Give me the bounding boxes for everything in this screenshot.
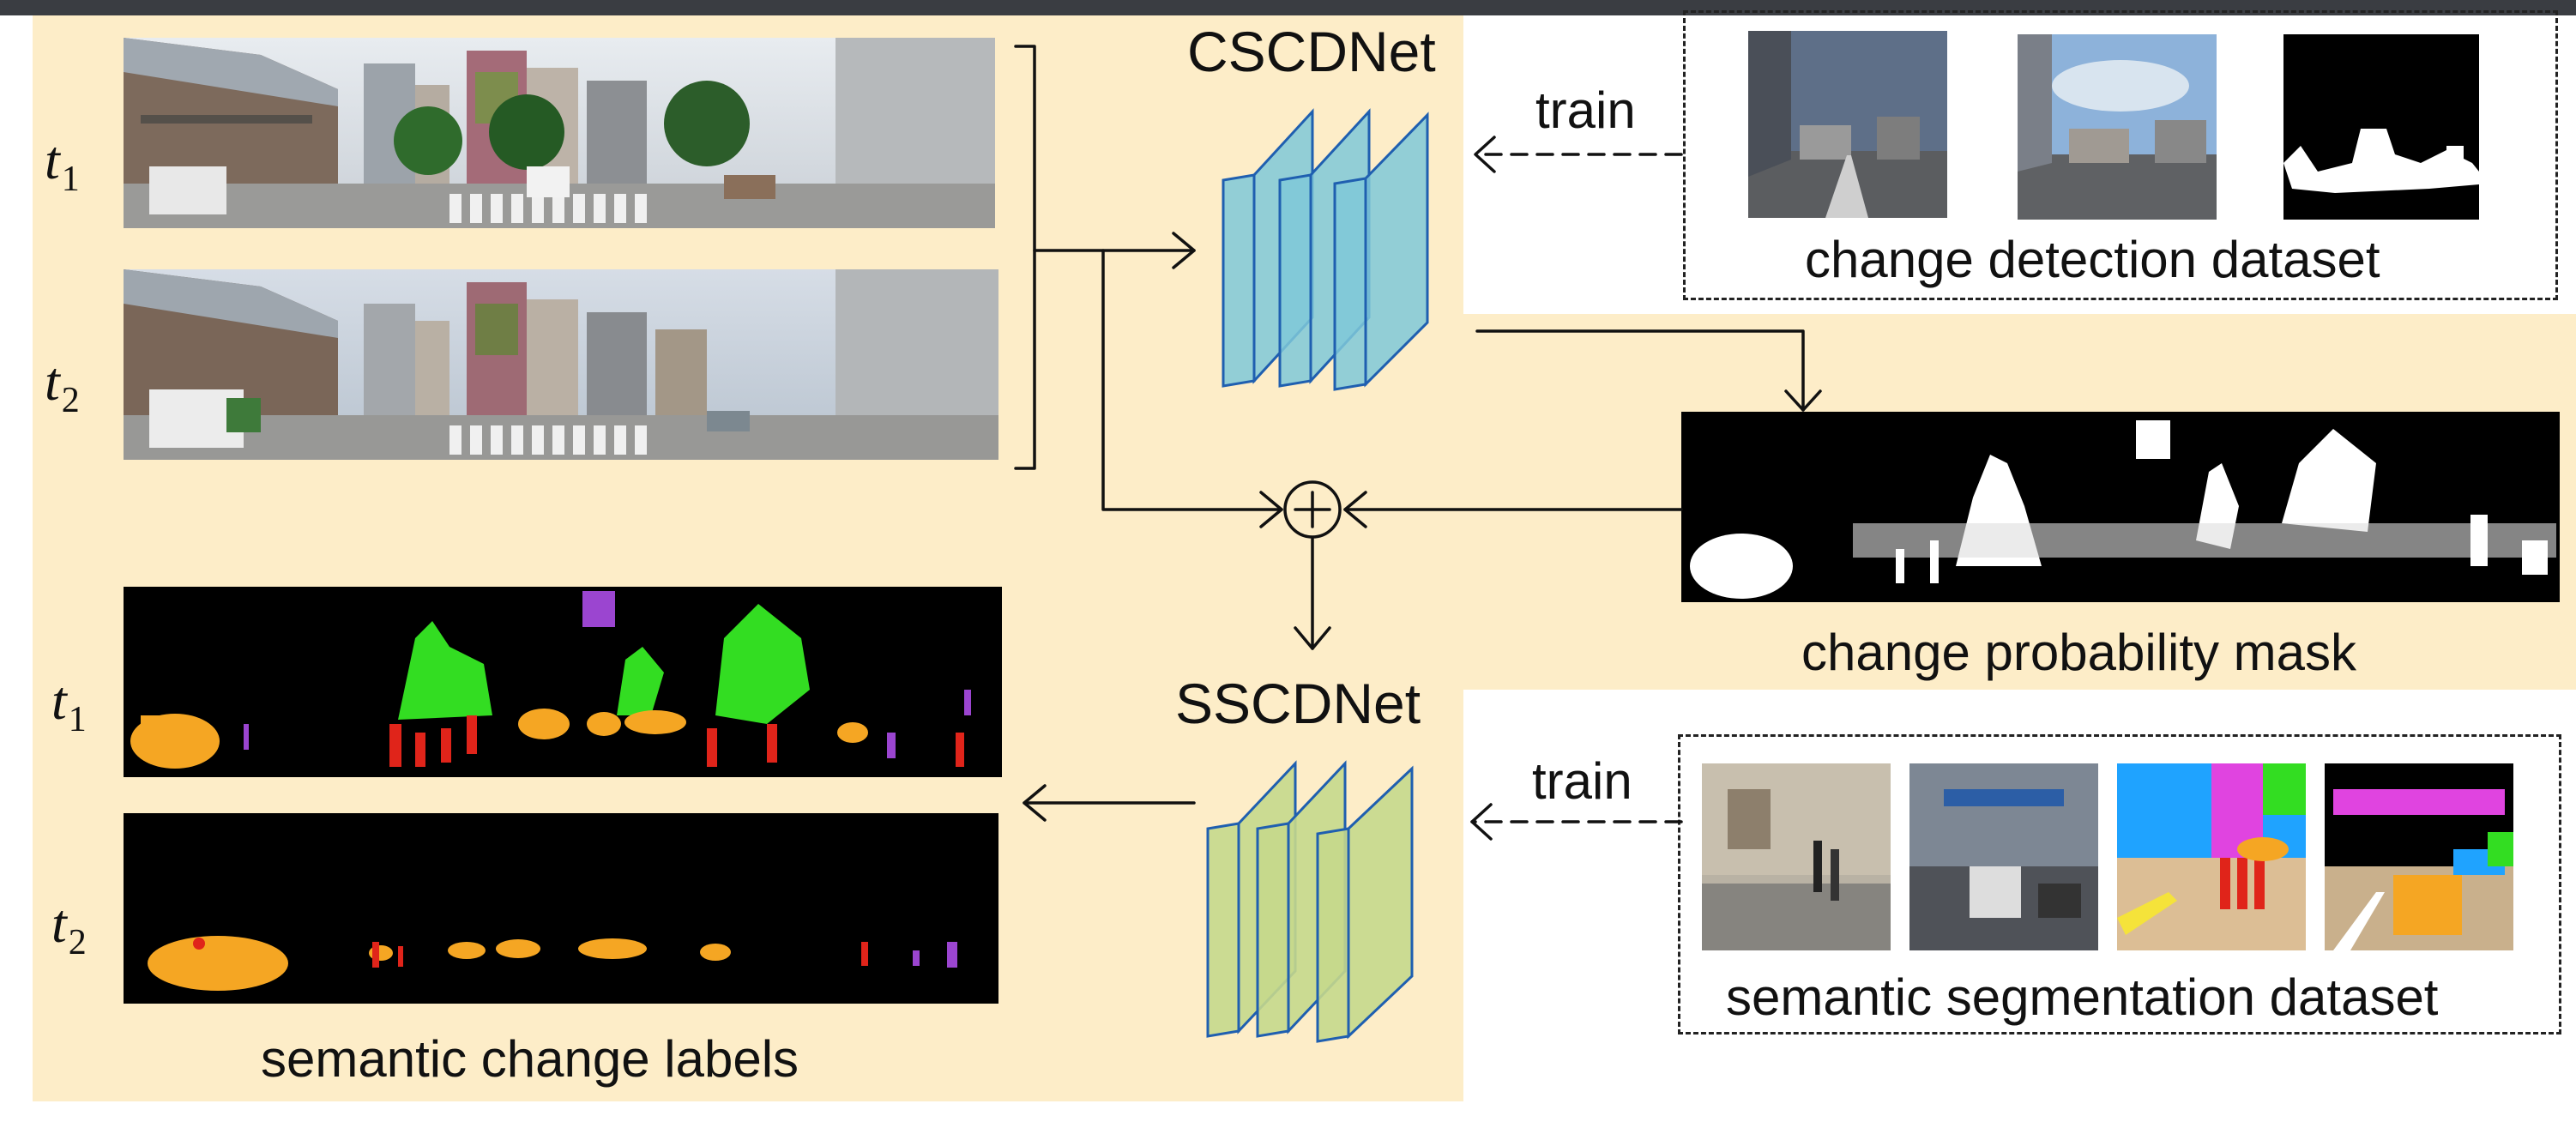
ss-dataset-label-2-drawing <box>2325 763 2513 950</box>
change-detection-dataset-label: change detection dataset <box>1805 231 2380 288</box>
ss-dataset-image-1-drawing <box>1702 763 1891 950</box>
ss-dataset-image-1 <box>1702 763 1891 950</box>
train-label-top: train <box>1535 81 1636 139</box>
cd-dataset-image-2 <box>2018 34 2217 220</box>
semantic-change-label-t2 <box>124 813 998 1004</box>
semantic-segmentation-dataset-label: semantic segmentation dataset <box>1726 968 2439 1026</box>
ss-dataset-label-2 <box>2325 763 2513 950</box>
t1-label-top: t1 <box>45 130 80 199</box>
cd-dataset-image-1-drawing <box>1748 31 1947 218</box>
semantic-change-label-t1-drawing <box>124 587 1002 777</box>
t2-label-top: t2 <box>45 351 80 420</box>
semantic-change-label-t2-drawing <box>124 813 998 1004</box>
cscdnet-blocks <box>1222 108 1429 391</box>
cd-dataset-image-1 <box>1748 31 1947 218</box>
train-label-bottom: train <box>1532 752 1632 810</box>
street-panorama-t2-drawing <box>124 269 998 460</box>
t1-label-bottom: t1 <box>51 670 87 739</box>
cscdnet-label: CSCDNet <box>1187 20 1436 83</box>
semantic-change-label-t1 <box>124 587 1002 777</box>
street-panorama-t2 <box>124 269 998 460</box>
ss-dataset-image-2 <box>1909 763 2098 950</box>
change-probability-mask-label: change probability mask <box>1801 624 2357 681</box>
t2-label-bottom: t2 <box>51 893 87 962</box>
street-panorama-t1-drawing <box>124 38 995 228</box>
street-panorama-t1 <box>124 38 995 228</box>
cd-dataset-mask-drawing <box>2283 34 2479 220</box>
ss-dataset-label-1 <box>2117 763 2306 950</box>
ss-dataset-image-2-drawing <box>1909 763 2098 950</box>
sscdnet-blocks <box>1206 760 1414 1043</box>
ss-dataset-label-1-drawing <box>2117 763 2306 950</box>
change-detection-dataset-box <box>1683 10 2558 300</box>
change-probability-mask-image <box>1681 412 2560 602</box>
semantic-change-labels-label: semantic change labels <box>261 1030 799 1088</box>
cd-dataset-image-2-drawing <box>2018 34 2217 220</box>
sscdnet-label: SSCDNet <box>1175 672 1421 735</box>
change-probability-mask-drawing <box>1681 412 2560 602</box>
cd-dataset-mask <box>2283 34 2479 220</box>
semantic-segmentation-dataset-box <box>1678 734 2561 1034</box>
